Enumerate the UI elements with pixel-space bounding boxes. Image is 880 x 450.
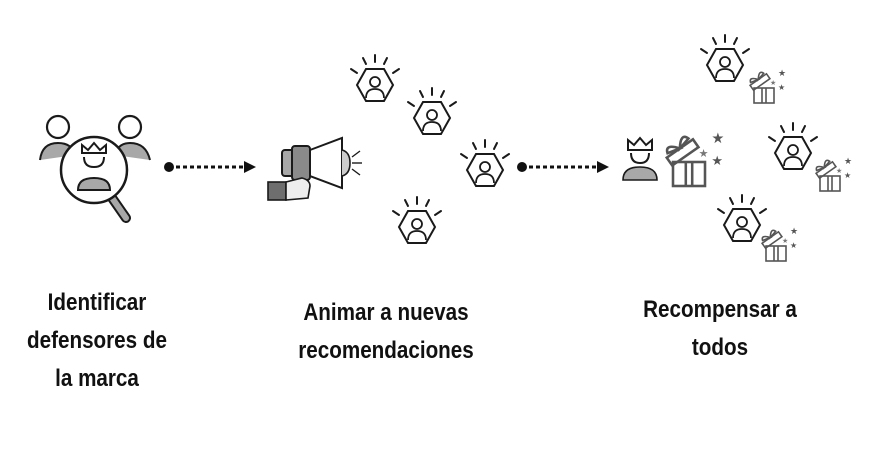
label-line: Identificar (47, 289, 147, 316)
label-line: la marca (55, 365, 139, 392)
rewarded-person-icon (768, 122, 818, 170)
gift-icon (758, 225, 799, 262)
label-line: todos (691, 334, 749, 361)
arrow-1 (164, 161, 256, 173)
step-label-identify: Identificar defensores de la marca (0, 284, 209, 398)
label-line: Recompensar a (643, 296, 797, 323)
step-label-encourage: Animar a nuevas recomendaciones (274, 294, 498, 370)
label-line: recomendaciones (298, 337, 474, 364)
find-advocates-icon (39, 114, 151, 223)
megaphone-icon (267, 136, 362, 201)
label-line: Animar a nuevas (303, 299, 469, 326)
arrow-2 (517, 161, 609, 173)
new-referral-person-icon (392, 196, 442, 244)
new-referral-person-icon (460, 139, 510, 187)
gift-icon (746, 67, 787, 104)
new-referral-person-icon (407, 87, 457, 135)
big-gift-icon (661, 129, 726, 188)
step-label-reward: Recompensar a todos (608, 291, 832, 367)
gift-icon (812, 155, 853, 192)
rewarded-person-icon (700, 34, 750, 82)
rewarded-person-icon (717, 194, 767, 242)
label-line: defensores de (27, 327, 167, 354)
advocate-king-icon (622, 136, 658, 181)
new-referral-person-icon (350, 54, 400, 102)
